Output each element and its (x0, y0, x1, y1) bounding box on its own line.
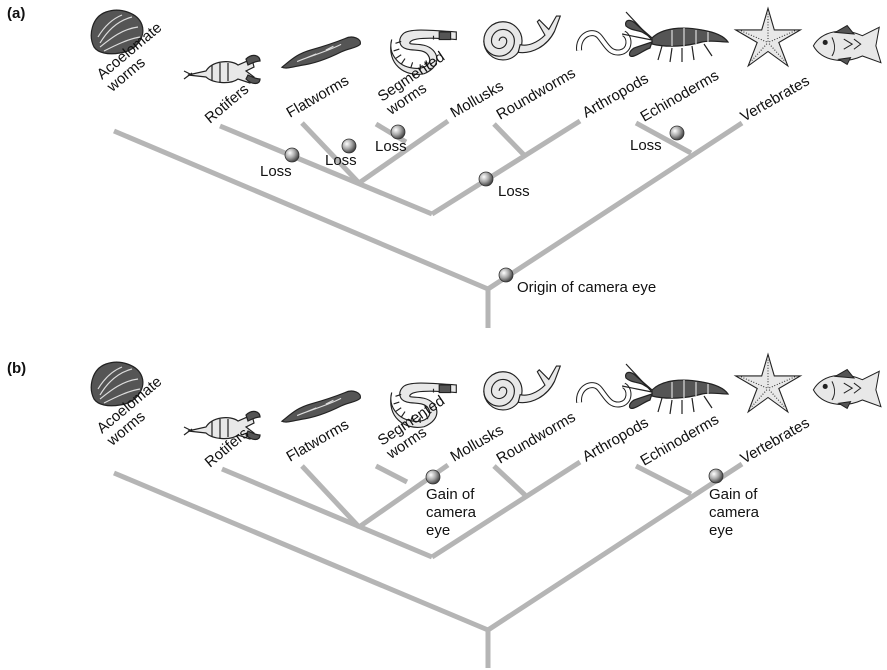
taxon-label: Flatworms (284, 416, 352, 465)
panel-a-animal-icons (91, 8, 881, 83)
label-line: camera (426, 504, 477, 521)
roundworm-icon (579, 33, 628, 52)
panel-b-label: (b) (7, 360, 26, 377)
roundworm-icon (579, 385, 628, 404)
taxon-label: Echinoderms (638, 411, 722, 469)
taxon-label: Roundworms (494, 65, 579, 124)
event-marker (499, 268, 513, 282)
event-marker (391, 125, 405, 139)
event-marker (285, 148, 299, 162)
taxon-label: Segmentedworms (374, 48, 457, 119)
label-line: camera (709, 504, 760, 521)
event-marker (426, 470, 440, 484)
event-label: Origin of camera eye (517, 279, 656, 296)
starfish-icon (736, 354, 801, 412)
snail-icon (484, 366, 560, 410)
event-label: Loss (498, 183, 530, 200)
taxon-label: Rotifers (202, 81, 253, 127)
taxon-label: Flatworms (284, 72, 352, 121)
fish-icon (813, 370, 881, 409)
label-line: eye (709, 522, 733, 539)
event-marker (342, 139, 356, 153)
taxon-label: Vertebrates (738, 414, 813, 467)
flatworm-icon (282, 391, 361, 422)
taxon-label-line: Rotifers (202, 81, 253, 127)
label-line: eye (426, 522, 450, 539)
panel-b-animal-icons (91, 354, 881, 439)
taxon-label: Vertebrates (738, 72, 813, 125)
snail-icon (484, 16, 560, 60)
event-label: Loss (375, 138, 407, 155)
lobster-icon (622, 12, 728, 62)
label-line: Gain of (709, 486, 758, 503)
event-label: Loss (325, 152, 357, 169)
panel-a-label: (a) (7, 5, 25, 22)
event-label: Loss (630, 137, 662, 154)
starfish-icon (736, 8, 801, 66)
event-marker (670, 126, 684, 140)
fish-icon (813, 26, 881, 65)
event-marker (709, 469, 723, 483)
event-marker (479, 172, 493, 186)
label-line: Gain of (426, 486, 475, 503)
taxon-label: Roundworms (494, 409, 579, 468)
panel-a-events: Loss Loss Loss Loss Loss Origin of camer… (260, 125, 684, 296)
rotifer-icon (184, 55, 260, 83)
taxon-label: Echinoderms (638, 67, 722, 125)
event-label: Loss (260, 163, 292, 180)
flatworm-icon (282, 37, 361, 68)
lobster-icon (622, 364, 728, 414)
